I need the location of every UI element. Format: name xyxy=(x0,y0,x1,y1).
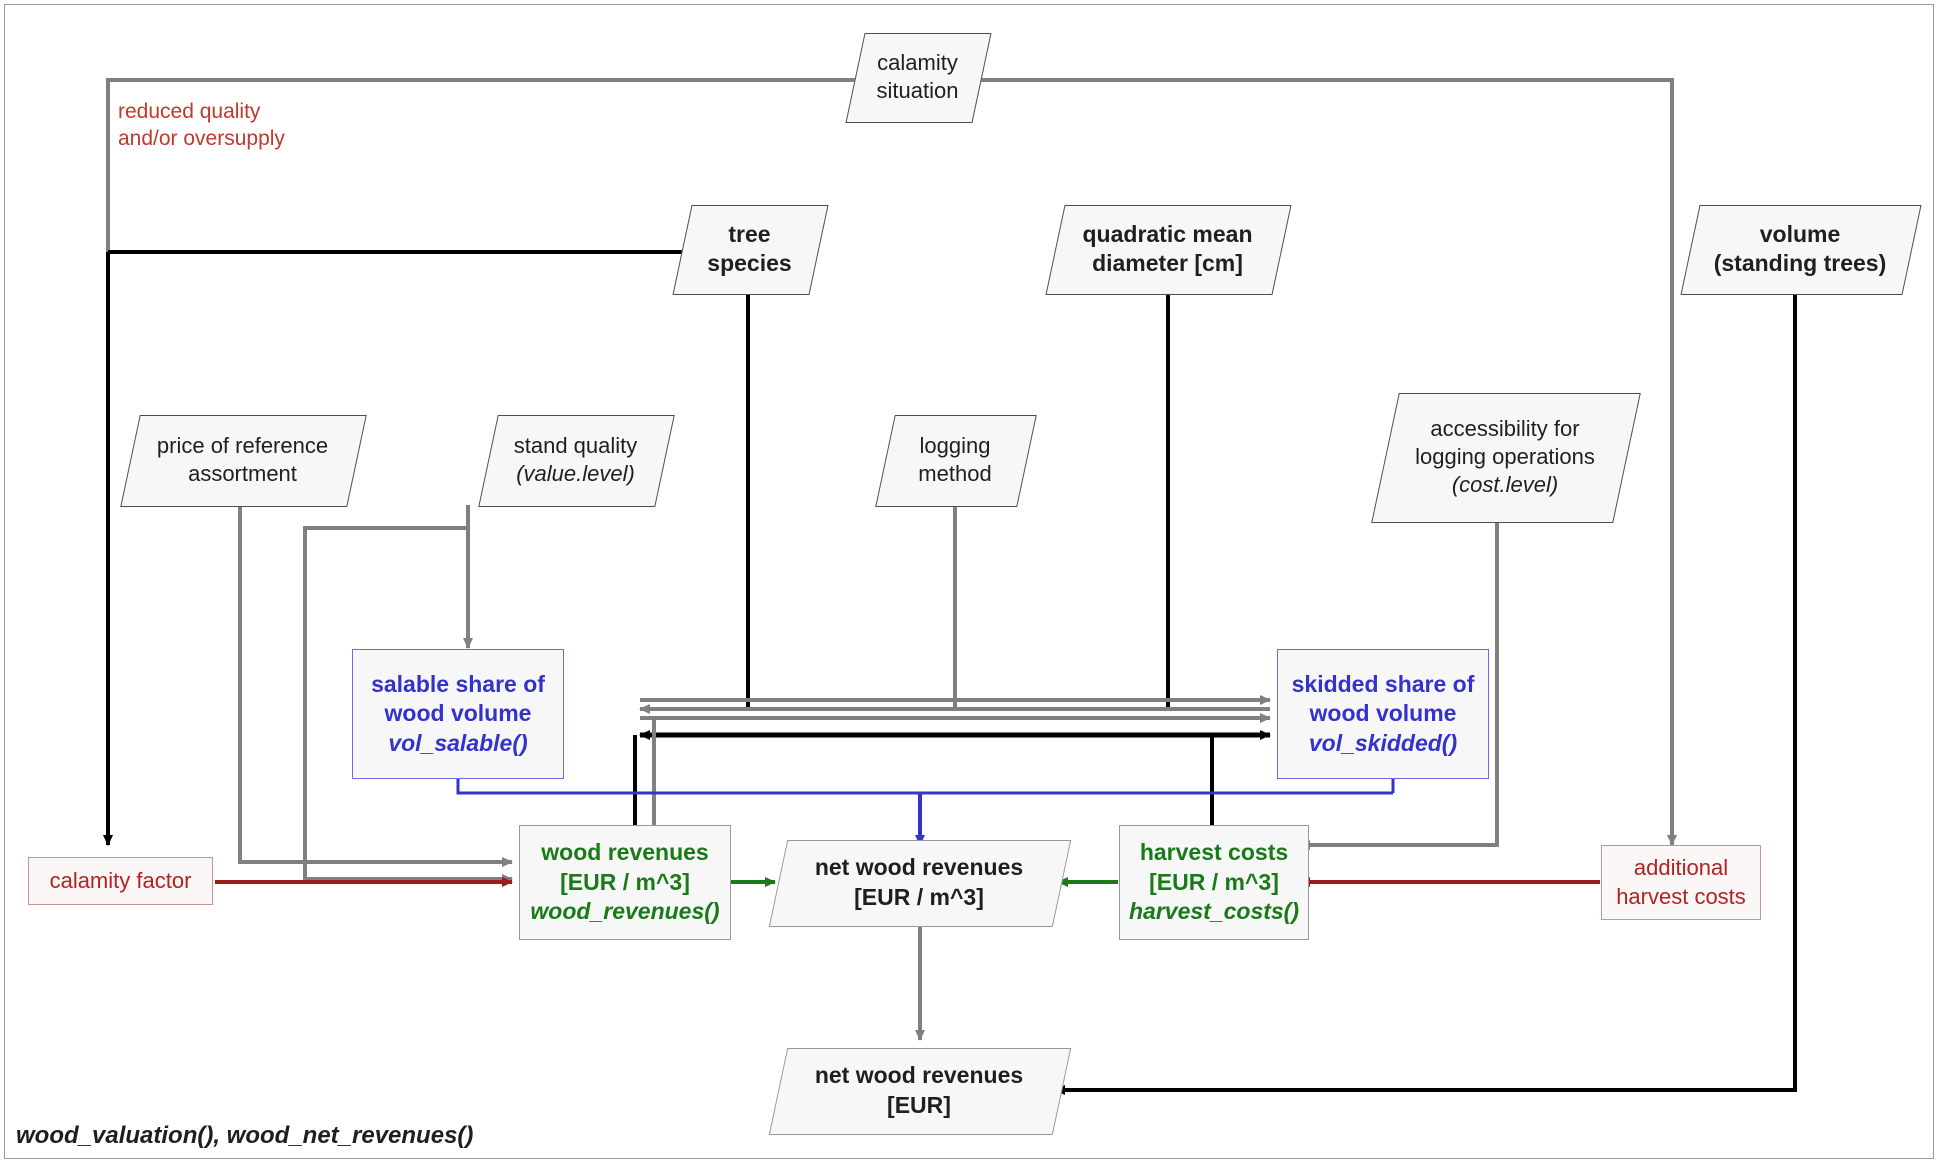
vol-skidded-line-2: wood volume xyxy=(1309,700,1457,727)
node-harvest-costs[interactable]: harvest costs [EUR / m^3] harvest_costs(… xyxy=(1119,825,1309,940)
calamity-situation-line-2: situation xyxy=(876,78,959,103)
accessibility-line-2: logging operations xyxy=(1415,443,1595,469)
additional-harvest-costs-line-2: harvest costs xyxy=(1616,883,1746,909)
qmd-line-1: quadratic mean xyxy=(1082,220,1253,247)
annotation-line-2: and/or oversupply xyxy=(118,127,285,151)
node-volume-standing-trees[interactable]: volume (standing trees) xyxy=(1680,205,1922,295)
vol-salable-line-3: vol_salable() xyxy=(388,729,528,756)
node-wood-revenues[interactable]: wood revenues [EUR / m^3] wood_revenues(… xyxy=(519,825,731,940)
wood-revenues-line-2: [EUR / m^3] xyxy=(560,868,690,895)
node-price-of-reference-assortment[interactable]: price of reference assortment xyxy=(120,415,367,507)
node-accessibility-for-logging-operations[interactable]: accessibility for logging operations (co… xyxy=(1371,393,1641,523)
calamity-situation-line-1: calamity xyxy=(877,49,958,75)
vol-skidded-line-1: skidded share of xyxy=(1291,670,1475,697)
node-quadratic-mean-diameter[interactable]: quadratic mean diameter [cm] xyxy=(1045,205,1292,295)
node-net-wood-revenues-per-m3[interactable]: net wood revenues [EUR / m^3] xyxy=(768,840,1072,927)
wood-revenues-line-3: wood_revenues() xyxy=(530,898,720,925)
node-vol-skidded[interactable]: skidded share of wood volume vol_skidded… xyxy=(1277,649,1489,779)
accessibility-line-1: accessibility for xyxy=(1430,415,1580,441)
tree-species-line-1: tree xyxy=(728,220,771,247)
annotation-line-1: reduced quality xyxy=(118,100,261,123)
harvest-costs-line-1: harvest costs xyxy=(1139,839,1289,866)
harvest-costs-line-2: [EUR / m^3] xyxy=(1149,868,1279,895)
volume-line-2: (standing trees) xyxy=(1713,250,1887,276)
price-ref-line-1: price of reference xyxy=(156,432,329,458)
node-additional-harvest-costs[interactable]: additional harvest costs xyxy=(1601,845,1761,920)
net-rev-eur-line-2: [EUR] xyxy=(887,1091,951,1118)
vol-skidded-line-3: vol_skidded() xyxy=(1308,729,1458,756)
stand-quality-line-1: stand quality xyxy=(513,432,638,458)
node-logging-method[interactable]: logging method xyxy=(875,415,1037,507)
node-stand-quality[interactable]: stand quality (value.level) xyxy=(478,415,675,507)
tree-species-line-2: species xyxy=(707,250,792,276)
node-net-wood-revenues-eur[interactable]: net wood revenues [EUR] xyxy=(768,1048,1072,1135)
vol-salable-line-1: salable share of xyxy=(371,670,545,697)
footer-function-names: wood_valuation(), wood_net_revenues() xyxy=(16,1122,474,1149)
diagram-border xyxy=(4,4,1934,1159)
node-calamity-situation[interactable]: calamity situation xyxy=(845,33,992,123)
wood-revenues-line-1: wood revenues xyxy=(541,839,709,866)
vol-salable-line-2: wood volume xyxy=(384,700,532,727)
calamity-factor-label: calamity factor xyxy=(49,867,192,893)
additional-harvest-costs-line-1: additional xyxy=(1633,855,1729,881)
net-rev-m3-line-1: net wood revenues xyxy=(814,854,1024,881)
annotation-reduced-quality: reduced quality and/or oversupply xyxy=(118,98,285,153)
harvest-costs-line-3: harvest_costs() xyxy=(1128,898,1300,925)
net-rev-eur-line-1: net wood revenues xyxy=(814,1062,1024,1089)
stand-quality-line-2: (value.level) xyxy=(516,461,635,486)
price-ref-line-2: assortment xyxy=(188,461,297,486)
node-vol-salable[interactable]: salable share of wood volume vol_salable… xyxy=(352,649,564,779)
logging-method-line-2: method xyxy=(918,461,992,486)
net-rev-m3-line-2: [EUR / m^3] xyxy=(854,883,984,910)
qmd-line-2: diameter [cm] xyxy=(1092,250,1243,276)
node-calamity-factor[interactable]: calamity factor xyxy=(28,857,213,905)
accessibility-line-3: (cost.level) xyxy=(1451,472,1559,498)
node-tree-species[interactable]: tree species xyxy=(672,205,829,295)
volume-line-1: volume xyxy=(1759,220,1841,247)
logging-method-line-1: logging xyxy=(919,432,991,458)
